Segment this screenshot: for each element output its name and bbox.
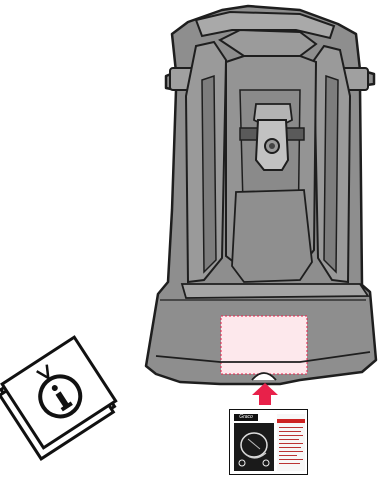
arrow-up-icon <box>252 383 278 405</box>
label-brand-logo: Graco <box>234 414 258 421</box>
info-manual-icon <box>0 337 120 459</box>
label-location-highlight <box>221 316 307 374</box>
label-illustration <box>234 423 274 471</box>
label-warning-header <box>277 419 305 423</box>
warning-label-card: Graco <box>229 409 308 475</box>
